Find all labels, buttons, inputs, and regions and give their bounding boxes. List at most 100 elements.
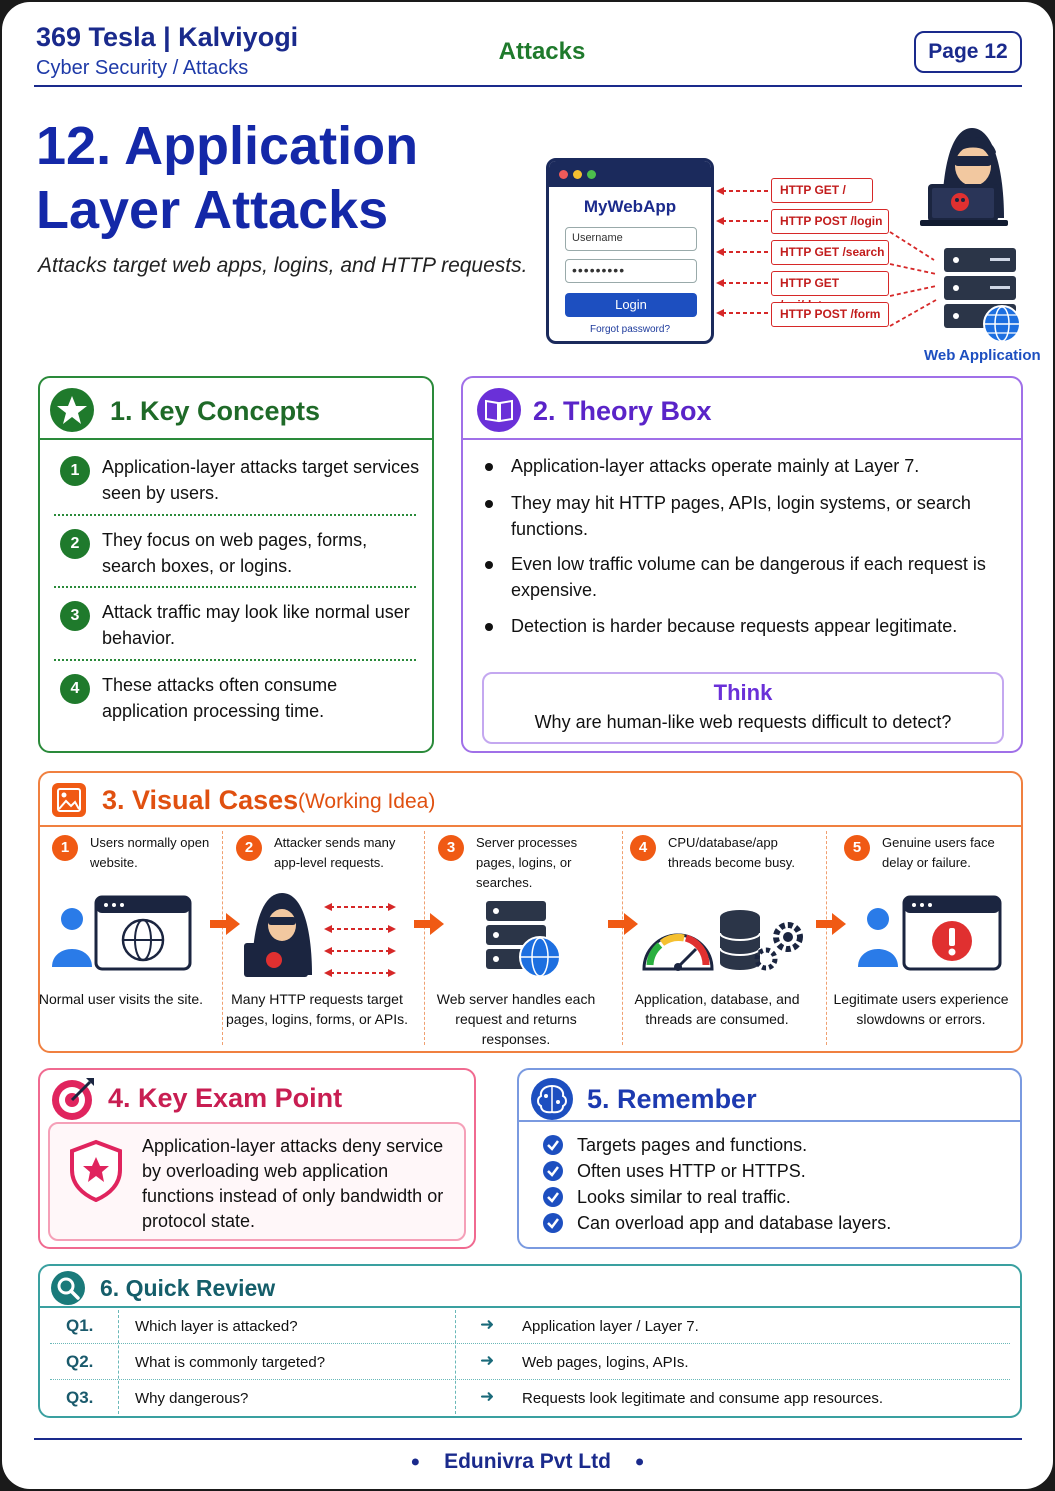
concept-text: They focus on web pages, forms, search b… (102, 530, 368, 576)
row-separator (50, 1379, 1010, 1380)
section-title: 6. Quick Review (100, 1275, 276, 1301)
mock-login-button: Login (565, 293, 697, 317)
case-step: 2 Attacker sends many app-level requests… (236, 833, 416, 873)
concept-text: Attack traffic may look like normal user… (102, 602, 410, 648)
page-number-badge: Page 12 (914, 31, 1022, 73)
arrow-right-icon (414, 913, 444, 935)
check-icon (543, 1135, 563, 1155)
theory-item: Detection is harder because requests app… (485, 613, 1005, 639)
answer-text: Requests look legitimate and consume app… (522, 1390, 884, 1407)
remember-item: Can overload app and database layers. (543, 1210, 891, 1236)
mock-forgot-link: Forgot password? (589, 324, 671, 335)
footer: ● Edunivra Pvt Ltd ● (2, 1450, 1053, 1474)
exam-point-section: 4. Key Exam Point Application-layer atta… (38, 1068, 476, 1249)
concept-item: 2 They focus on web pages, forms, search… (60, 527, 420, 579)
server-icon (944, 248, 1021, 343)
concept-number: 3 (60, 601, 90, 631)
concept-text: Application-layer attacks target service… (102, 457, 420, 503)
remember-text: Often uses HTTP or HTTPS. (577, 1161, 806, 1181)
step-text: CPU/database/app threads become busy. (668, 835, 795, 870)
page-title: 12. Application Layer Attacks (36, 116, 419, 240)
item-separator (54, 586, 416, 588)
exam-point-card: Application-layer attacks deny service b… (48, 1122, 466, 1241)
server-arrows (889, 231, 937, 327)
step-caption: Application, database, and threads are c… (634, 991, 800, 1027)
image-icon (52, 783, 86, 817)
section-title: 1. Key Concepts (110, 396, 321, 426)
request-label: HTTP POST /form (771, 302, 889, 327)
step-separator (826, 831, 827, 1045)
request-label: HTTP GET / (771, 178, 873, 203)
remember-item: Looks similar to real traffic. (543, 1184, 791, 1210)
step-number: 1 (52, 835, 78, 861)
step-caption: Legitimate users experience slowdowns or… (833, 991, 1009, 1027)
question-text: Which layer is attacked? (135, 1318, 298, 1335)
remember-text: Looks similar to real traffic. (577, 1187, 791, 1207)
section-divider (463, 438, 1021, 440)
request-label: HTTP GET /search (771, 240, 889, 265)
server-label: Web Application (924, 347, 1041, 364)
remember-item: Targets pages and functions. (543, 1132, 807, 1158)
web-app-mockup: MyWebApp Username ••••••••• Login Forgot… (546, 158, 714, 344)
item-separator (54, 514, 416, 516)
concept-number: 4 (60, 674, 90, 704)
user-error-icon (858, 895, 1002, 971)
brand-name: 369 Tesla | Kalviyogi (36, 22, 299, 52)
exam-point-text: Application-layer attacks deny service b… (142, 1136, 444, 1231)
think-question: Why are human-like web requests difficul… (534, 712, 952, 732)
window-max-dot (587, 170, 596, 179)
topic-label: Attacks (498, 38, 586, 65)
section-divider (40, 1306, 1020, 1308)
request-label: HTTP POST /login (771, 209, 889, 234)
server-globe-icon (486, 901, 561, 978)
column-separator (118, 1310, 119, 1414)
question-number: Q1. (66, 1316, 94, 1335)
step-caption: Normal user visits the site. (38, 991, 204, 1007)
check-icon (543, 1187, 563, 1207)
review-row: Q3. Why dangerous? ➜ Requests look legit… (40, 1380, 1020, 1416)
step-text: Users normally open website. (90, 835, 210, 870)
question-number: Q3. (66, 1388, 94, 1407)
section-divider (519, 1120, 1020, 1122)
case-step: 1 Users normally open website. (52, 833, 232, 873)
step-number: 4 (630, 835, 656, 861)
section-divider (40, 438, 432, 440)
bullet-icon: ● (410, 1453, 421, 1471)
item-separator (54, 659, 416, 661)
mock-app-name: MyWebApp (583, 197, 677, 216)
arrow-right-icon (608, 913, 638, 935)
section-divider (40, 825, 1021, 827)
section-title: 4. Key Exam Point (108, 1083, 343, 1113)
key-concepts-section: 1. Key Concepts 1 Application-layer atta… (38, 376, 434, 753)
case-step: 4 CPU/database/app threads become busy. (630, 833, 810, 873)
concept-text: These attacks often consume application … (102, 675, 338, 721)
concept-number: 2 (60, 529, 90, 559)
remember-item: Often uses HTTP or HTTPS. (543, 1158, 806, 1184)
think-callout: Think Why are human-like web requests di… (482, 672, 1004, 744)
user-browser-icon (52, 895, 192, 971)
attacker-requests-icon (244, 893, 396, 977)
star-icon (50, 388, 94, 432)
think-title: Think (713, 680, 773, 705)
arrow-right-icon: ➜ (480, 1351, 495, 1370)
window-close-dot (559, 170, 568, 179)
arrow-right-icon: ➜ (480, 1387, 495, 1406)
section-title: 5. Remember (587, 1084, 757, 1114)
step-separator (622, 831, 623, 1045)
hacker-icon (920, 128, 1008, 226)
concept-item: 1 Application-layer attacks target servi… (60, 454, 420, 506)
step-text: Genuine users face delay or failure. (882, 835, 995, 870)
question-text: What is commonly targeted? (135, 1354, 326, 1371)
company-name: Edunivra Pvt Ltd (444, 1450, 611, 1473)
step-separator (424, 831, 425, 1045)
step-separator (222, 831, 223, 1045)
magnifier-icon (51, 1271, 85, 1305)
step-text: Server processes pages, logins, or searc… (476, 835, 578, 890)
mock-password-field: ••••••••• (565, 259, 697, 283)
check-icon (543, 1213, 563, 1233)
header-divider (34, 85, 1022, 87)
concept-item: 3 Attack traffic may look like normal us… (60, 599, 420, 651)
case-step: 5 Genuine users face delay or failure. (844, 833, 1024, 873)
bullet-icon: ● (634, 1453, 645, 1471)
visual-cases-section: 3. Visual Cases (Working Idea) 1 Users n… (38, 771, 1023, 1053)
